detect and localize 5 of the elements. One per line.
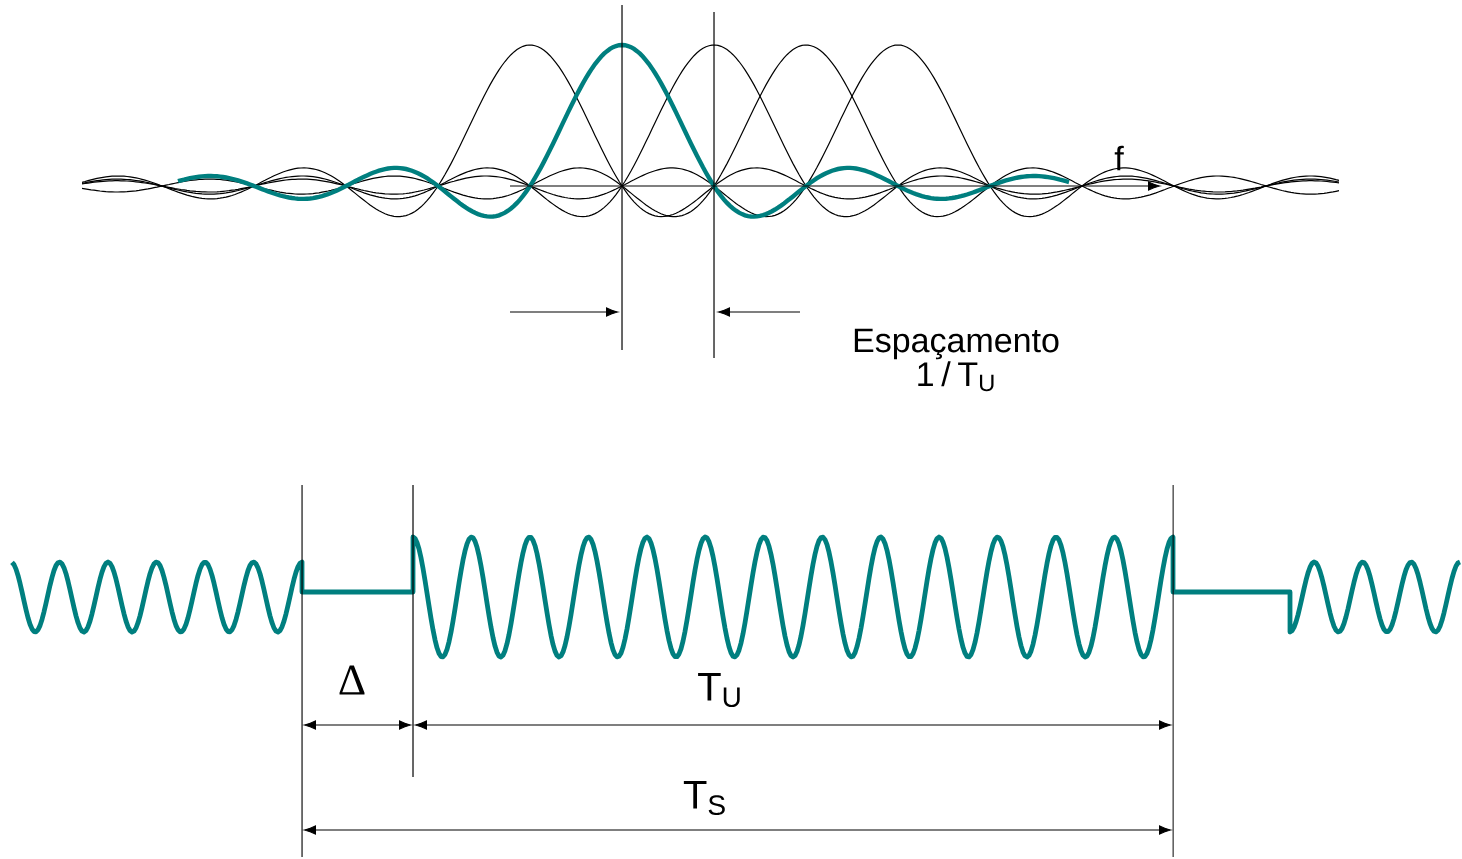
dimension-label: Δ [339, 665, 365, 695]
dimension-label: T$_{U}$ [698, 673, 740, 708]
dimension-label: T$_{S}$ [683, 781, 725, 816]
annotation-text: Espaçamento 1 / T$_{U}$ [854, 328, 1059, 392]
axis-label: f [1114, 145, 1124, 171]
